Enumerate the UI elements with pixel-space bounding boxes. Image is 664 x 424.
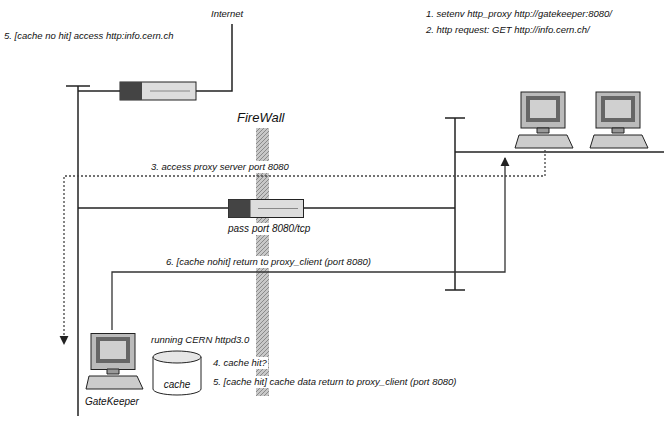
step-note: 6. [cache nohit] return to proxy_client … — [165, 256, 372, 268]
storage-label: cache — [152, 350, 202, 391]
firewall-label: FireWall — [236, 112, 285, 124]
gatekeeper-computer: GateKeeper — [85, 333, 145, 409]
device-label: pass port 8080/tcp — [228, 223, 310, 235]
computer-symbol — [85, 333, 145, 391]
software-note: running CERN httpd3.0 — [150, 334, 250, 346]
router-symbol — [228, 199, 304, 218]
step-note: 3. access proxy server port 8080 — [150, 161, 290, 173]
line-end — [445, 118, 465, 290]
return-path — [112, 158, 505, 330]
step-note: 5. [cache no hit] access http:info.cern.… — [3, 30, 175, 42]
network-name: Internet — [210, 8, 244, 20]
router-box: pass port 8080/tcp — [228, 199, 310, 236]
device-label: GateKeeper — [85, 396, 139, 408]
step-note: 5. [cache hit] cache data return to prox… — [212, 376, 457, 388]
line-end — [66, 85, 90, 87]
internet-line — [196, 24, 232, 91]
client-computer — [590, 92, 648, 148]
backbone-line — [77, 86, 79, 416]
request-path — [64, 150, 545, 344]
step-note: 1. setenv http_proxy http://gatekeeper:8… — [425, 8, 613, 20]
client-computer — [515, 92, 573, 148]
cache-cylinder: cache — [152, 350, 202, 396]
router-symbol — [120, 82, 196, 100]
network-line — [78, 90, 120, 92]
lan-line — [455, 151, 664, 153]
step-note: 2. http request: GET http://info.cern.ch… — [425, 24, 591, 36]
step-note: 4. cache hit? — [212, 357, 268, 369]
lan-line — [454, 118, 456, 290]
